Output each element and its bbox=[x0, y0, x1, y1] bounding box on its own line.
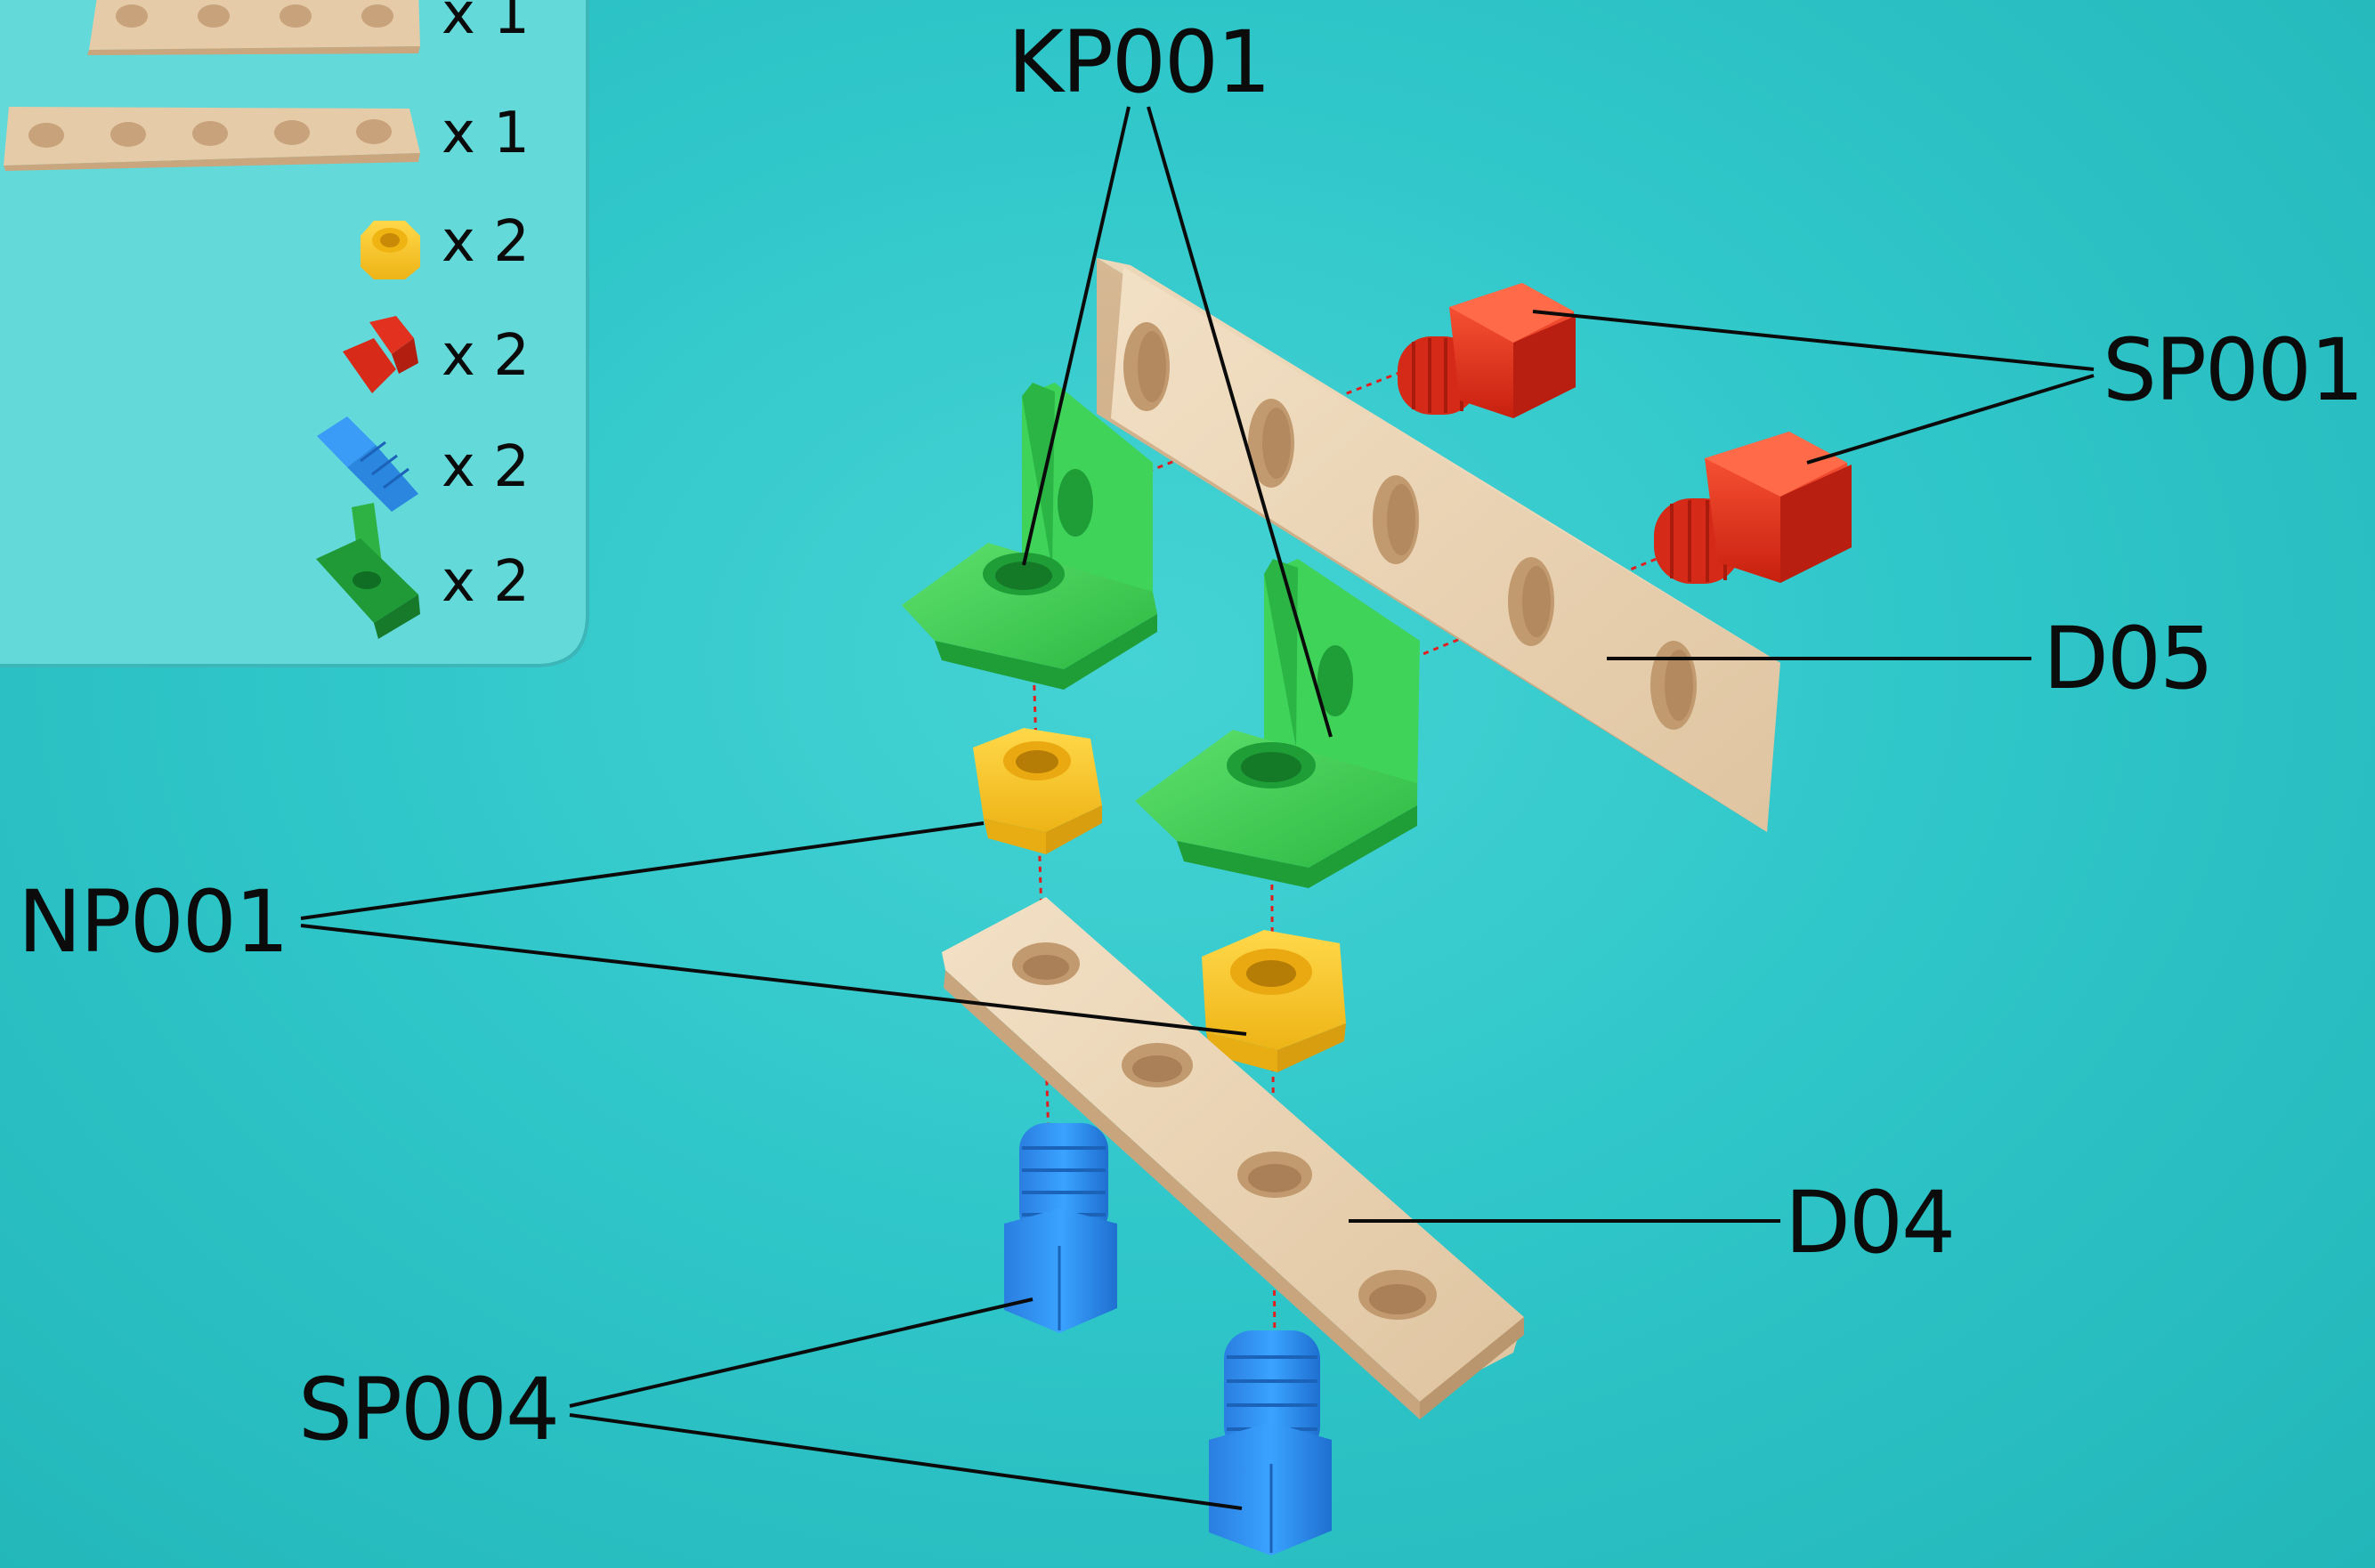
yellow-nut-1 bbox=[973, 728, 1102, 854]
qty-green-bracket: x 2 bbox=[442, 549, 530, 615]
blue-screw-icon bbox=[317, 416, 418, 512]
red-screw-2 bbox=[1654, 432, 1852, 584]
qty-wood-strip-6: x 1 bbox=[442, 0, 530, 47]
blue-screw-1 bbox=[1004, 1123, 1117, 1333]
green-bracket-2 bbox=[1135, 559, 1420, 888]
yellow-nut-2 bbox=[1202, 930, 1346, 1072]
wood-strip-d05 bbox=[1097, 258, 1780, 832]
red-screw-icon bbox=[343, 316, 418, 393]
green-bracket-1 bbox=[902, 383, 1157, 690]
qty-wood-strip-5: x 1 bbox=[442, 101, 530, 166]
label-d04: D04 bbox=[1785, 1173, 1956, 1273]
wood-strip-5-hole-icon bbox=[4, 107, 420, 171]
wood-strip-d04 bbox=[942, 897, 1524, 1419]
label-kp001: KP001 bbox=[1008, 12, 1271, 112]
leader-lines bbox=[300, 106, 2095, 1510]
yellow-nut-icon bbox=[361, 221, 420, 279]
label-np001: NP001 bbox=[18, 872, 289, 972]
qty-red-screw: x 2 bbox=[442, 323, 530, 389]
blue-screw-2 bbox=[1209, 1330, 1332, 1556]
qty-blue-screw: x 2 bbox=[442, 434, 530, 500]
red-screw-1 bbox=[1398, 283, 1576, 418]
label-sp001: SP001 bbox=[2103, 320, 2364, 420]
green-bracket-icon bbox=[316, 503, 420, 639]
wood-strip-6-hole-icon bbox=[87, 0, 420, 55]
label-sp004: SP004 bbox=[298, 1360, 560, 1459]
qty-yellow-nut: x 2 bbox=[442, 209, 530, 275]
label-d05: D05 bbox=[2043, 609, 2214, 708]
